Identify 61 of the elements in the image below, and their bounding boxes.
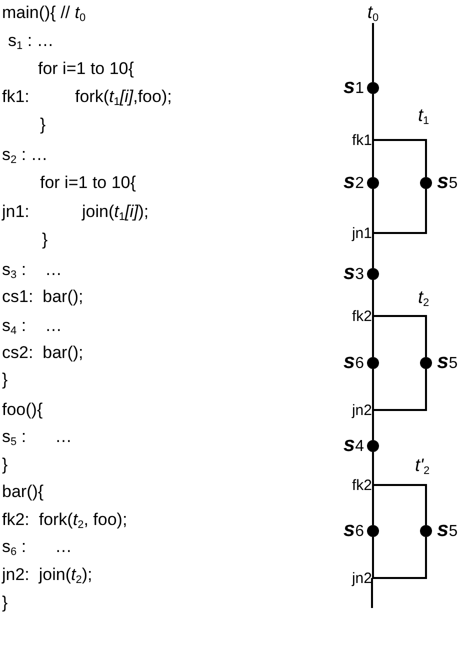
thread-line bbox=[371, 578, 373, 608]
code-line: jn1: bbox=[2, 202, 30, 222]
thread-line bbox=[372, 452, 374, 525]
thread-line bbox=[372, 369, 427, 411]
thread-label: t'$_{2}$ bbox=[415, 455, 430, 475]
code-line: fork(t$_{1}$[i],foo); bbox=[75, 87, 172, 107]
statement-label: s1 bbox=[343, 76, 364, 100]
code-line: main(){ // t$_{0}$ bbox=[2, 3, 86, 23]
statement-label: s4 bbox=[343, 434, 364, 458]
thread-line bbox=[372, 139, 427, 177]
statement-label: s2 bbox=[343, 171, 364, 195]
thread-label: t$_{0}$ bbox=[361, 1, 385, 23]
thread-line bbox=[372, 189, 427, 234]
code-line: for i=1 to 10{ bbox=[38, 59, 134, 79]
code-line: s$_{6}$ : bbox=[2, 537, 26, 557]
statement-label: s3 bbox=[343, 262, 364, 286]
code-line: for i=1 to 10{ bbox=[40, 173, 136, 193]
thread-line bbox=[372, 23, 374, 82]
code-line: s$_{1}$ : … bbox=[8, 31, 54, 51]
code-line: join(t$_{1}$[i]); bbox=[82, 202, 149, 222]
code-line: jn2: join(t$_{2}$); bbox=[2, 565, 92, 585]
code-line: fk1: bbox=[2, 87, 30, 107]
thread-label: t$_{1}$ bbox=[418, 105, 430, 125]
code-line: bar(){ bbox=[2, 482, 44, 502]
point-label: jn2 bbox=[338, 569, 372, 587]
code-line: } bbox=[2, 593, 8, 613]
code-line: } bbox=[40, 115, 46, 135]
code-line: s$_{5}$ : bbox=[2, 427, 26, 447]
thread-label: t$_{2}$ bbox=[418, 287, 430, 307]
statement-label: s5 bbox=[437, 351, 458, 375]
code-line: s$_{4}$ : bbox=[2, 316, 26, 336]
code-line: … bbox=[55, 427, 72, 447]
statement-label: s5 bbox=[437, 171, 458, 195]
thread-line bbox=[372, 537, 374, 579]
thread-line bbox=[372, 315, 427, 357]
code-line: … bbox=[55, 537, 72, 557]
code-line: fk2: fork(t$_{2}$, foo); bbox=[2, 510, 128, 530]
code-line: } bbox=[2, 370, 8, 390]
thread-line bbox=[372, 484, 427, 525]
point-label: jn2 bbox=[338, 401, 372, 419]
thread-line bbox=[372, 369, 374, 440]
point-label: jn1 bbox=[338, 224, 372, 242]
thread-line bbox=[372, 189, 374, 268]
code-line: … bbox=[45, 260, 62, 280]
code-line: } bbox=[42, 230, 48, 250]
code-line: } bbox=[2, 455, 8, 475]
code-line: foo(){ bbox=[2, 400, 43, 420]
code-line: s$_{2}$ : … bbox=[2, 145, 48, 165]
thread-line bbox=[372, 94, 374, 177]
statement-label: s5 bbox=[437, 519, 458, 543]
point-label: fk2 bbox=[338, 476, 372, 494]
point-label: fk1 bbox=[338, 131, 372, 149]
code-line: … bbox=[45, 316, 62, 336]
statement-label: s6 bbox=[343, 351, 364, 375]
code-line: cs2: bar(); bbox=[2, 343, 84, 363]
thread-line bbox=[372, 537, 427, 579]
point-label: fk2 bbox=[338, 307, 372, 325]
code-line: s$_{3}$ : bbox=[2, 260, 26, 280]
thread-line bbox=[372, 280, 374, 357]
code-line: cs1: bar(); bbox=[2, 287, 84, 307]
statement-label: s6 bbox=[343, 519, 364, 543]
